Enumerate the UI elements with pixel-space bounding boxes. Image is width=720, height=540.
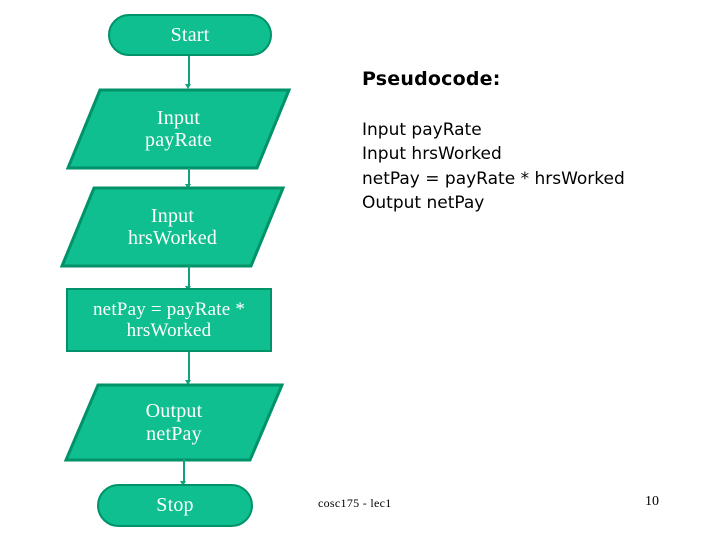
flow-node-line-2: hrsWorked <box>127 227 218 249</box>
flow-node-stop-label: Stop <box>156 494 194 517</box>
pseudocode-line: netPay = payRate * hrsWorked <box>362 168 625 189</box>
pseudocode-panel: Pseudocode: Input payRate Input hrsWorke… <box>362 68 692 216</box>
footer-page-number: 10 <box>645 494 659 509</box>
flow-node-input-hrsworked-label: Input hrsWorked <box>60 205 285 250</box>
flow-node-line-1: Output <box>145 400 203 423</box>
connector-start-to-input-payrate <box>188 56 190 85</box>
flow-node-output-netpay[interactable]: Output netPay <box>64 383 284 462</box>
parallelogram-shape <box>60 186 285 268</box>
flow-node-line-2: payRate <box>145 129 212 151</box>
flowchart: Start Input payRate Input hrsWorked <box>0 0 320 540</box>
flow-node-compute-netpay[interactable]: netPay = payRate * hrsWorked <box>66 288 272 352</box>
parallelogram-shape <box>66 88 291 170</box>
parallelogram-shape <box>64 383 284 462</box>
connector-compute-to-output <box>188 352 190 382</box>
flow-node-input-payrate[interactable]: Input payRate <box>66 88 291 170</box>
arrowhead-output-netpay <box>185 380 191 385</box>
flow-node-line-1: Input <box>156 106 201 129</box>
flow-node-input-payrate-label: Input payRate <box>66 107 291 152</box>
flow-node-line-1: Input <box>150 204 195 227</box>
connector-hrsworked-to-compute <box>188 266 190 288</box>
flow-node-line-2: hrsWorked <box>126 320 212 341</box>
flow-node-input-hrsworked[interactable]: Input hrsWorked <box>60 186 285 268</box>
pseudocode-line: Input hrsWorked <box>362 144 502 165</box>
connector-output-to-stop <box>183 459 185 483</box>
pseudocode-line: Input payRate <box>362 120 482 140</box>
connector-payrate-to-hrsworked <box>188 168 190 186</box>
flow-node-line-1: netPay = payRate * <box>92 298 246 320</box>
pseudocode-line: Output netPay <box>362 193 485 214</box>
flow-node-line-2: netPay <box>146 422 202 445</box>
pseudocode-block: Input payRate Input hrsWorked netPay = p… <box>362 118 692 216</box>
pseudocode-heading: Pseudocode: <box>362 68 501 90</box>
arrowhead-input-payrate <box>185 84 191 89</box>
flow-node-start-label: Start <box>170 23 210 46</box>
footer-course-label: cosc175 - lec1 <box>318 496 392 510</box>
flow-node-output-netpay-label: Output netPay <box>64 400 284 445</box>
flow-node-stop[interactable]: Stop <box>97 484 253 527</box>
flow-node-compute-netpay-label: netPay = payRate * hrsWorked <box>93 299 245 342</box>
flow-node-start[interactable]: Start <box>108 14 272 56</box>
